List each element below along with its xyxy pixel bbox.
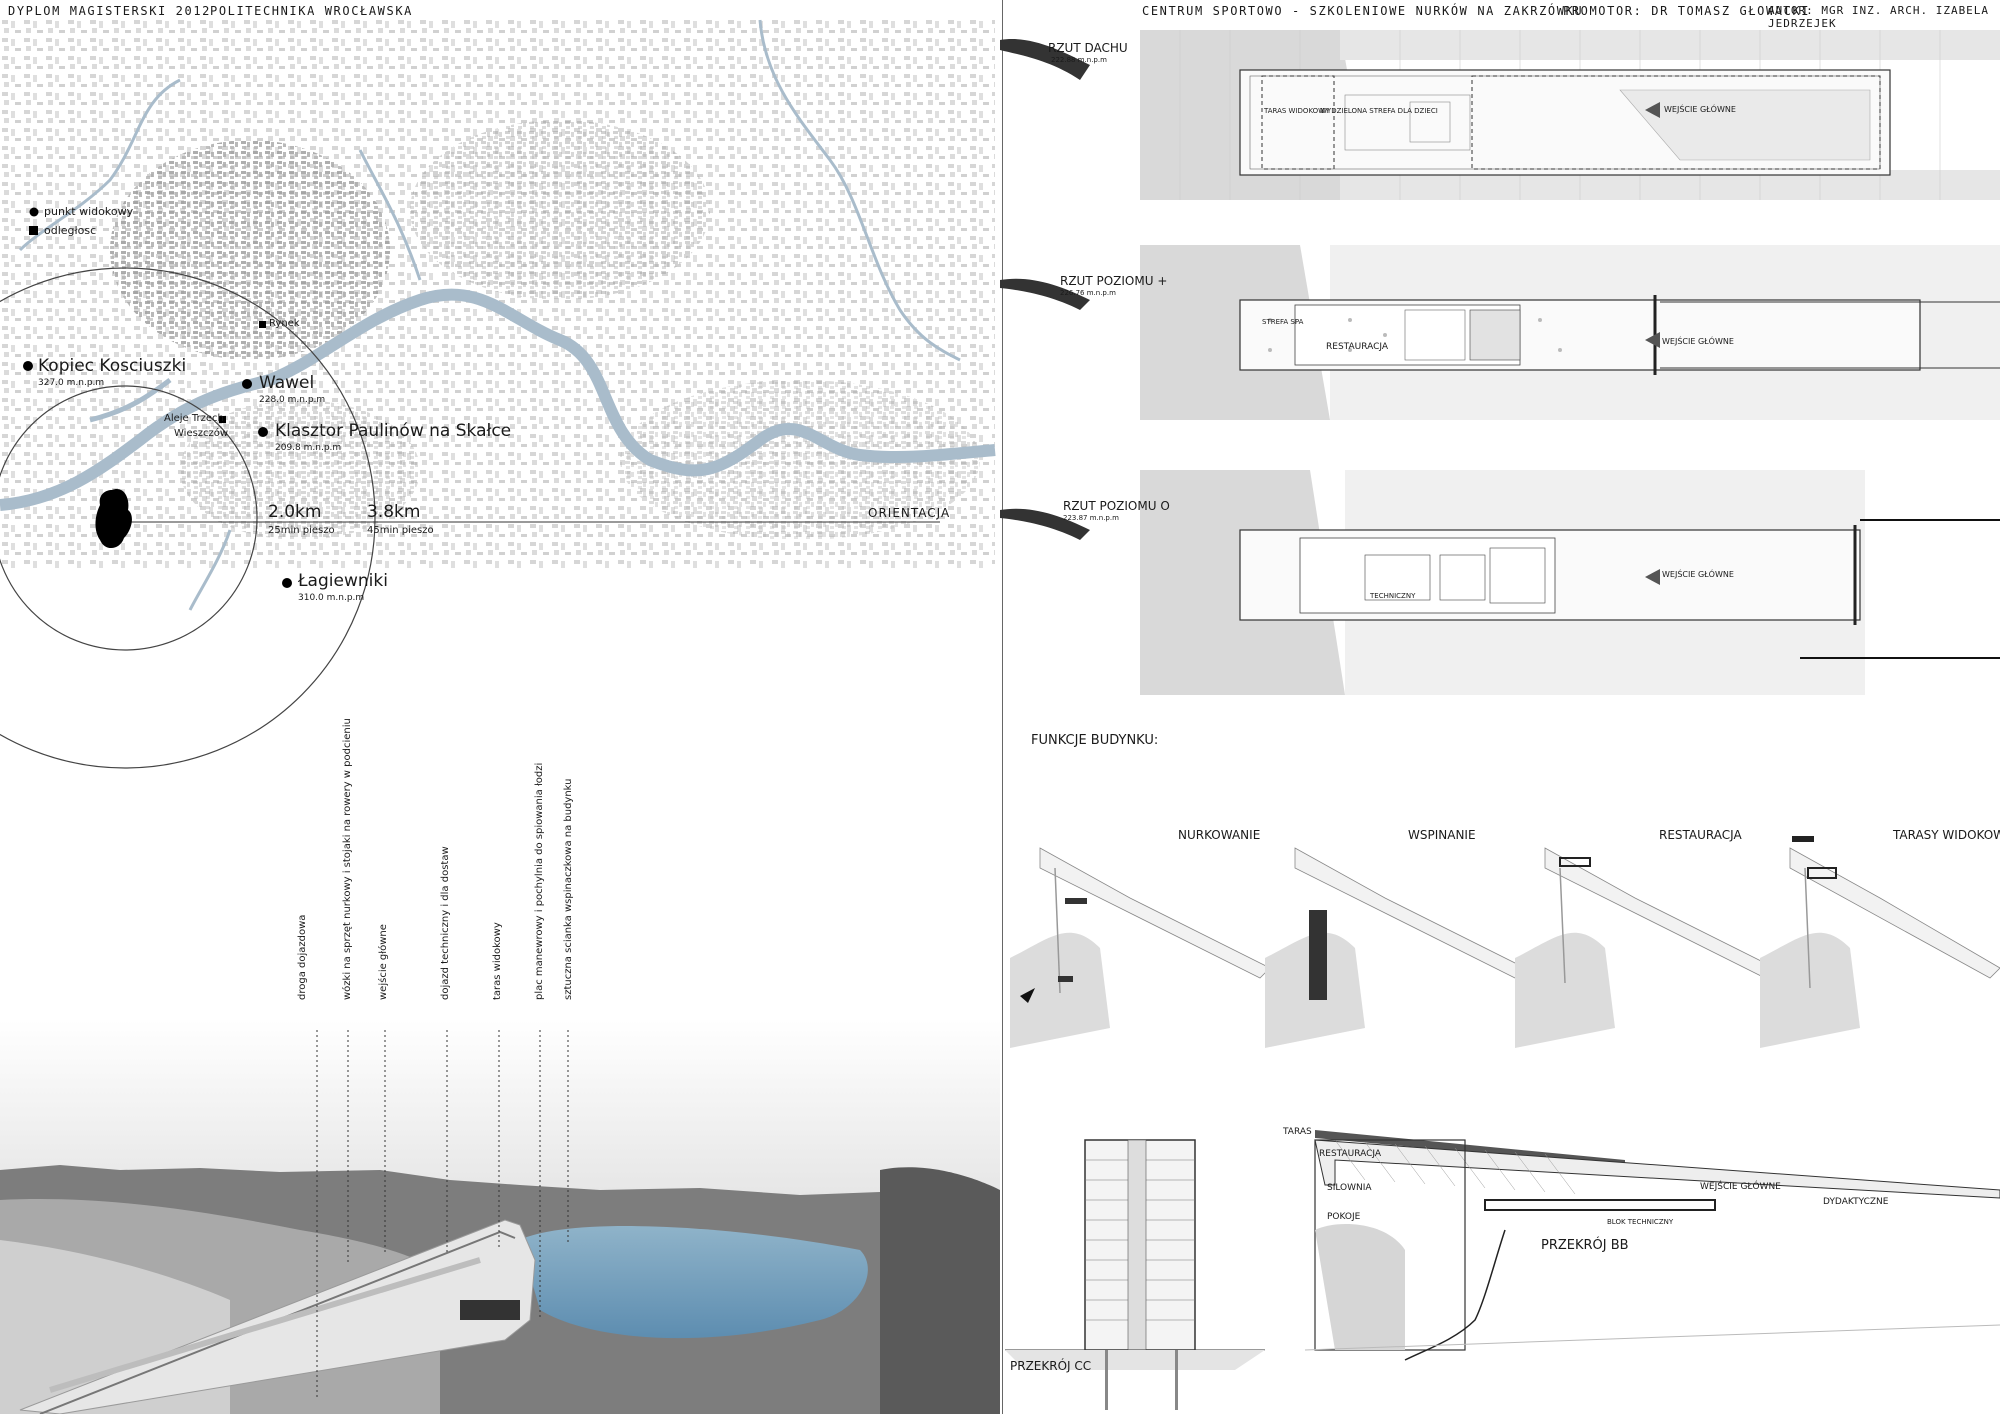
- section-bb: [1304, 1130, 2000, 1361]
- place-lagiewniki: Łagiewniki: [298, 571, 388, 591]
- university-label: POLITECHNIKA WROCŁAWSKA: [210, 4, 413, 18]
- legend-distance: odległosc: [44, 224, 97, 237]
- plan-level-zero-title: RZUT POZIOMU O: [1063, 499, 1170, 513]
- section-cc-label: PRZEKRÓJ CC: [1010, 1359, 1092, 1373]
- distance-1-time: 25min pieszo: [268, 525, 335, 536]
- place-kopiec-elev: 327.0 m.n.p.m: [38, 378, 105, 388]
- panel-divider: [1002, 0, 1003, 1414]
- section-label-taras: TARAS: [1283, 1127, 1312, 1137]
- project-title: CENTRUM SPORTOWO - SZKOLENIOWE NURKÓW NA…: [1142, 4, 1584, 18]
- lake-marker: [95, 489, 132, 549]
- plan-roof-drawing: [1000, 30, 2000, 200]
- plan-roof-label-entrance: WEJŚCIE GŁÓWNE: [1664, 105, 1736, 114]
- section-label-restaurant: RESTAURACJA: [1319, 1149, 1382, 1159]
- section-label-entrance: WEJŚCIE GŁÓWNE: [1700, 1182, 1781, 1192]
- promotor-label: PROMOTOR: DR TOMASZ GŁOWACKI: [1563, 4, 1811, 18]
- plan-level-plus-restaurant: RESTAURACJA: [1326, 342, 1389, 352]
- function-label-restaurant: RESTAURACJA: [1659, 828, 1742, 842]
- plan-level-plus-spa: STREFA SPA: [1262, 318, 1304, 326]
- plan-level-zero-drawing: [1000, 470, 2000, 695]
- diagram-diving: [1010, 847, 1271, 1048]
- place-skalka: Klasztor Paulinów na Skałce: [275, 421, 512, 441]
- section-label-rooms: POKOJE: [1327, 1212, 1361, 1222]
- plan-roof-sub: 222.88 m.n.p.m: [1051, 56, 1107, 64]
- annotation-4: dojazd techniczny i dla dostaw: [440, 846, 451, 1000]
- place-wawel: Wawel: [259, 373, 315, 393]
- plan-roof-label-dzieci: WYDZIELONA STREFA DLA DZIECI: [1320, 107, 1438, 115]
- place-lagiewniki-elev: 310.0 m.n.p.m: [298, 593, 365, 603]
- annotation-6: plac manewrowy i pochylnia do spiowania …: [534, 762, 545, 1000]
- section-label-didactic: DYDAKTYCZNE: [1823, 1197, 1889, 1207]
- plan-level-zero-sub: 223.87 m.n.p.m: [1063, 514, 1119, 522]
- function-label-terraces: TARASY WIDOKOWE: [1893, 828, 2000, 842]
- place-kopiec: Kopiec Kosciuszki: [38, 356, 187, 376]
- diagram-terraces: [1760, 836, 2000, 1048]
- diagram-climbing: [1265, 847, 1526, 1048]
- section-bb-label: PRZEKRÓJ BB: [1541, 1238, 1629, 1253]
- distance-2-time: 45min pieszo: [367, 525, 434, 536]
- sections-drawing: [1005, 1130, 2000, 1410]
- annotation-2: wózki na sprzęt nurkowy i stojaki na row…: [342, 718, 353, 1000]
- place-skalka-elev: 209.8 m.n.p.m: [275, 443, 342, 453]
- annotation-1: droga dojazdowa: [297, 914, 308, 1000]
- author-label: AUTOR: MGR INZ. ARCH. IZABELA JEDRZEJEK: [1768, 4, 1990, 30]
- section-label-gym: SILOWNIA: [1327, 1183, 1372, 1193]
- distance-2-km: 3.8km: [367, 502, 421, 522]
- distance-1-km: 2.0km: [268, 502, 322, 522]
- rynek-label: Rynek: [269, 318, 300, 329]
- plan-level-plus-title: RZUT POZIOMU +: [1060, 274, 1168, 288]
- functions-title: FUNKCJE BUDYNKU:: [1031, 733, 1159, 748]
- plan-level-plus-entrance: WEJŚCIE GŁÓWNE: [1662, 337, 1734, 346]
- site-rendering: [0, 1020, 1000, 1414]
- plan-level-plus-drawing: [1000, 245, 2000, 420]
- section-cc: [1005, 1139, 1265, 1410]
- diagram-restaurant: [1515, 847, 1776, 1048]
- plan-roof-label-taras: TARAS WIDOKOWY: [1264, 107, 1330, 115]
- plan-roof-title: RZUT DACHU: [1048, 41, 1128, 55]
- plan-level-plus-sub: 226.76 m.n.p.m: [1060, 289, 1116, 297]
- river-vistula: [0, 288, 996, 511]
- diploma-label: DYPLOM MAGISTERSKI 2012: [8, 4, 211, 18]
- section-label-technical: BLOK TECHNICZNY: [1607, 1218, 1674, 1226]
- aleje-label-1: Aleje Trzech: [164, 413, 224, 424]
- place-wawel-elev: 228.0 m.n.p.m: [259, 395, 326, 405]
- legend-viewpoint: punkt widokowy: [44, 205, 134, 218]
- annotation-5: taras widokowy: [492, 922, 503, 1000]
- function-label-diving: NURKOWANIE: [1178, 828, 1261, 842]
- function-diagrams: [1010, 836, 2000, 1048]
- annotation-7: sztuczna scianka wspinaczkowa na budynku: [563, 778, 574, 1000]
- orientation-label: ORIENTACJA: [868, 506, 951, 520]
- plan-level-zero-entrance: WEJŚCIE GŁÓWNE: [1662, 570, 1734, 579]
- annotation-3: wejście główne: [378, 924, 389, 1000]
- function-label-climbing: WSPINANIE: [1408, 828, 1476, 842]
- city-map: [0, 18, 996, 769]
- aleje-label-2: Wieszczów: [174, 428, 229, 439]
- plan-level-zero-technical: TECHNICZNY: [1370, 592, 1416, 600]
